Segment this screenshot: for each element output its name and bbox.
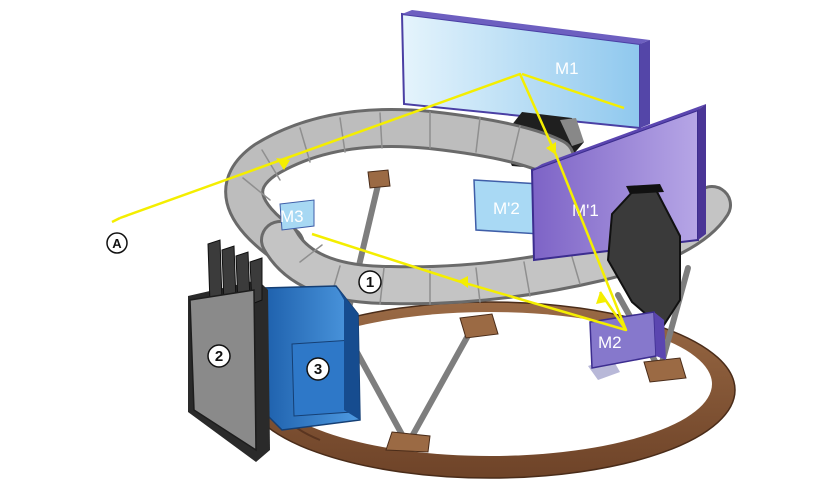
mirror-m2: M2 xyxy=(588,311,666,380)
mirror-m1: M1 xyxy=(400,10,650,130)
m1-label: M1 xyxy=(555,59,579,78)
a-label: A xyxy=(112,236,122,251)
m1-prime-label: M'1 xyxy=(572,201,599,220)
m2-prime-label: M'2 xyxy=(493,199,520,218)
two-label: 2 xyxy=(215,348,223,365)
hexagon-panel xyxy=(606,184,681,330)
three-label: 3 xyxy=(314,361,322,378)
input-point-a: A xyxy=(106,216,128,254)
block-2: 2 xyxy=(188,239,270,462)
marker-1: 1 xyxy=(358,270,382,294)
beam-arrows xyxy=(276,142,606,304)
m2-label: M2 xyxy=(598,333,622,352)
beam-path xyxy=(119,72,628,332)
mirror-m2-prime: M'2 xyxy=(473,179,541,235)
m3-label: M3 xyxy=(280,207,304,226)
one-label: 1 xyxy=(366,274,374,291)
block-3: 3 xyxy=(261,285,361,431)
mirror-m3: M3 xyxy=(279,199,315,231)
